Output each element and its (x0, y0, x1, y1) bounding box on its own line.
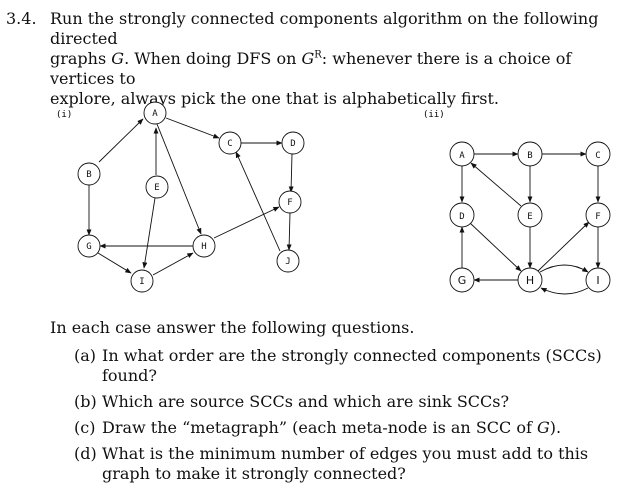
edge-a-c (165, 117, 220, 139)
reverse-graph-symbol: G (301, 49, 315, 68)
question-label: (d) (74, 444, 97, 463)
question-d: (d) What is the minimum number of edges … (74, 444, 624, 484)
graph-ii-edges (459, 151, 601, 295)
graph-ii: (ii) (423, 110, 611, 295)
reverse-superscript: R (314, 49, 322, 61)
graph-ii-node-a (449, 141, 475, 167)
graph-i-node-e (145, 175, 169, 199)
graph-ii-node-h (517, 267, 543, 293)
problem-statement: Run the strongly connected components al… (50, 9, 620, 109)
edge-d-h (469, 222, 522, 272)
graph-figures: (i) (56, 101, 611, 295)
graph-symbol: G (536, 418, 550, 437)
question-label: (b) (74, 392, 97, 411)
graph-ii-node-g (449, 267, 475, 293)
graph-symbol: G (111, 49, 125, 68)
question-c: (c) Draw the “metagraph” (each meta-node… (74, 418, 624, 438)
edge-i-h (540, 287, 589, 295)
graph-i-node-h-label: H (201, 242, 206, 252)
graph-i-label: (i) (56, 110, 72, 120)
edge-i-h (152, 252, 194, 276)
graph-ii-node-i (585, 267, 611, 293)
problem-line-2-text: : whenever there is a choice of vertices… (50, 49, 572, 88)
graph-ii-label: (ii) (423, 110, 445, 120)
question-text: Draw the “metagraph” (each meta-node is … (102, 418, 624, 438)
graph-i-node-j (276, 249, 300, 273)
problem-line-2: graphs G. When doing DFS on GR: whenever… (50, 49, 620, 89)
graph-i-node-f-label: F (287, 198, 292, 208)
graph-i-node-g (77, 234, 101, 258)
graph-i-node-d (281, 131, 305, 155)
graph-i-node-i-label: I (139, 277, 144, 287)
graph-i-node-a-label: A (152, 109, 158, 119)
graph-i-node-b-label: B (86, 170, 91, 180)
edge-h-i (539, 264, 589, 273)
graph-ii-node-f (585, 202, 611, 228)
graph-i-node-f (278, 190, 302, 214)
edge-g-i (97, 252, 132, 274)
graph-i-node-h (192, 234, 216, 258)
problem-line-2-text: graphs (50, 49, 112, 68)
question-text: What is the minimum number of edges you … (102, 444, 589, 483)
graph-i-node-c (218, 131, 242, 155)
edge-d-f (288, 153, 294, 193)
graph-ii-node-c (585, 141, 611, 167)
graph-i-node-i (130, 269, 154, 293)
question-text: Which are source SCCs and which are sink… (102, 392, 510, 411)
graph-ii-node-a-label: A (459, 151, 465, 161)
graph-ii-node-e-label: E (527, 212, 532, 222)
question-list: (a) In what order are the strongly conne… (74, 346, 624, 490)
graph-i-node-d-label: D (290, 139, 295, 149)
graph-ii-node-c-label: C (595, 151, 600, 161)
edge-h-f (213, 206, 280, 239)
graph-ii-node-g-label: G (458, 274, 467, 287)
edge-h-f (537, 221, 590, 272)
graph-ii-node-b-label: B (527, 151, 532, 161)
edge-f-j (286, 212, 292, 251)
question-label: (c) (74, 418, 96, 437)
graph-ii-node-e (517, 202, 543, 228)
graph-ii-node-d (449, 202, 475, 228)
question-text-part: Draw the “metagraph” (each meta-node is … (102, 418, 537, 437)
graph-ii-node-h-label: H (526, 274, 534, 287)
edge-e-i (142, 197, 156, 269)
problem-number: 3.4. (6, 9, 37, 28)
graph-i-node-a (143, 101, 167, 125)
graph-ii-node-d-label: D (459, 212, 464, 222)
edge-e-a (470, 162, 522, 207)
graph-ii-node-f-label: F (595, 212, 600, 222)
question-text-part: ). (549, 418, 562, 437)
edge-j-c (235, 151, 281, 252)
edge-a-h (156, 123, 202, 235)
edge-b-a (98, 118, 144, 163)
problem-line-1: Run the strongly connected components al… (50, 9, 599, 48)
problem-line-3: explore, always pick the one that is alp… (50, 89, 499, 108)
graph-i-edges (86, 117, 294, 276)
problem-line-2-text: . When doing DFS on (124, 49, 302, 68)
question-a: (a) In what order are the strongly conne… (74, 346, 624, 386)
graph-i-node-g-label: G (86, 242, 91, 252)
graph-i-node-e-label: E (154, 183, 159, 193)
question-label: (a) (74, 346, 97, 365)
question-b: (b) Which are source SCCs and which are … (74, 392, 624, 412)
graph-i-node-j-label: J (285, 257, 290, 267)
questions-intro: In each case answer the following questi… (50, 318, 415, 337)
graph-ii-node-b (517, 141, 543, 167)
question-text: In what order are the strongly connected… (102, 346, 602, 385)
graph-i: (i) (56, 101, 305, 293)
graph-i-node-c-label: C (227, 139, 232, 149)
graph-i-node-b (77, 162, 101, 186)
graph-ii-node-i-label: I (596, 274, 599, 287)
